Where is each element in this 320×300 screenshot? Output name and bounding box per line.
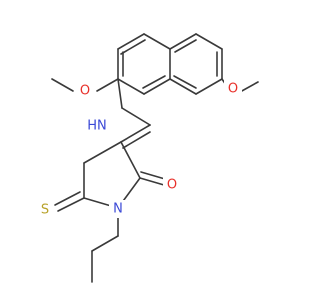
atom-n: N [109, 200, 127, 218]
bond [117, 78, 145, 95]
bond [239, 81, 259, 93]
bond-layer [51, 33, 259, 283]
bond [122, 131, 151, 149]
atom-o-left: O [76, 82, 94, 100]
bond [143, 33, 171, 50]
atom-label-nh: HN [87, 119, 107, 134]
bond [169, 33, 197, 50]
atom-o-carbonyl: O [163, 176, 181, 194]
bond [139, 177, 165, 186]
atom-o-right: O [224, 80, 242, 98]
bond [96, 78, 119, 92]
atom-label-o-right: O [228, 82, 238, 97]
bond [117, 33, 145, 50]
bond [143, 78, 171, 95]
bond [142, 75, 166, 89]
bond [120, 141, 141, 179]
bond [57, 197, 85, 212]
atom-label-s: S [41, 203, 49, 218]
atom-s: S [36, 201, 54, 219]
bond [120, 124, 151, 143]
bond [91, 235, 119, 252]
bond [140, 171, 166, 180]
atom-layer: O O HN N S O [36, 80, 242, 219]
bond [83, 141, 122, 164]
bond [51, 78, 74, 92]
bond [174, 39, 197, 53]
bond [169, 78, 197, 95]
molecule-structure: O O HN N S O [36, 33, 259, 283]
bond [120, 39, 146, 55]
atom-label-o-left: O [80, 84, 90, 99]
atom-label-o-carbonyl: O [167, 178, 177, 193]
atom-label-n: N [113, 202, 123, 217]
atom-nh: HN [84, 117, 110, 135]
bond [173, 75, 197, 89]
bond [117, 78, 123, 109]
bond [195, 33, 223, 50]
bond [54, 191, 81, 206]
bond [121, 107, 151, 126]
bond [195, 78, 223, 95]
